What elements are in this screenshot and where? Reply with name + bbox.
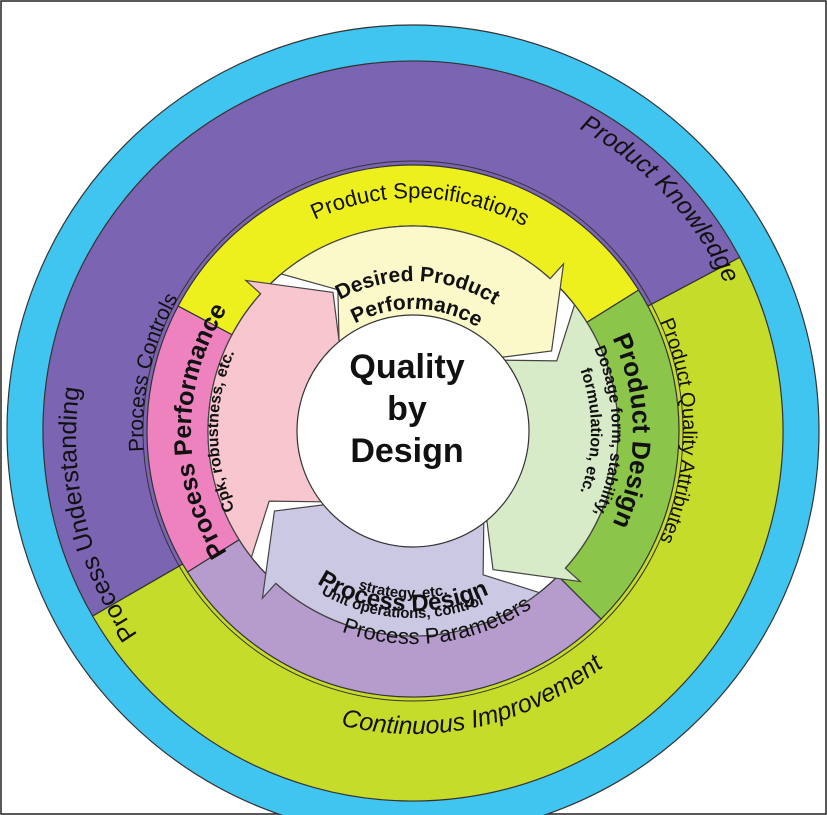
middle-ring — [146, 164, 680, 698]
ring-divider — [142, 160, 684, 702]
center-disc — [296, 314, 530, 548]
center-line-design: Design — [350, 432, 463, 470]
center-line-quality: Quality — [349, 348, 464, 386]
inner-cycle — [207, 225, 619, 637]
center-line-by: by — [387, 390, 427, 428]
